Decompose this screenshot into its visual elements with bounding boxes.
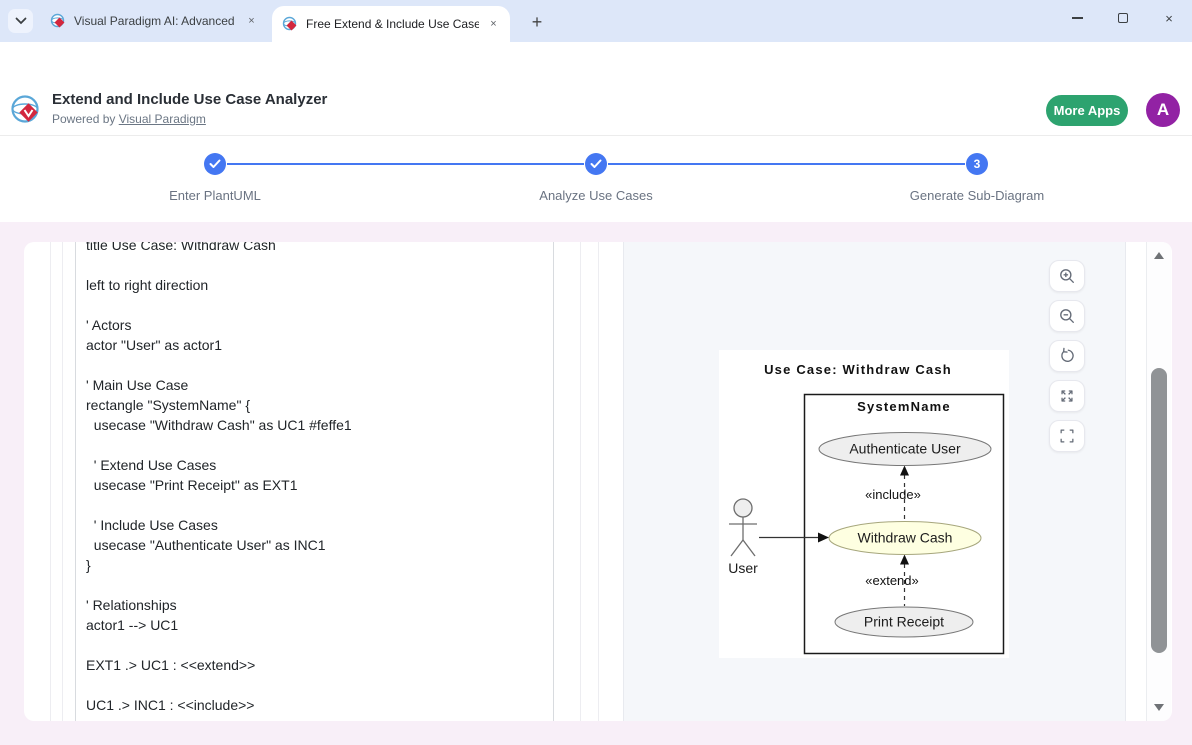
window-minimize-button[interactable] — [1054, 0, 1100, 36]
visual-paradigm-favicon — [282, 16, 298, 32]
window-maximize-button[interactable] — [1100, 0, 1146, 36]
expand-arrows-icon — [1058, 387, 1076, 405]
code-line: ' Relationships — [86, 595, 549, 615]
visual-paradigm-logo — [10, 94, 42, 126]
window-controls: × — [1054, 0, 1192, 36]
window-close-button[interactable]: × — [1146, 0, 1192, 36]
zoom-in-icon — [1058, 267, 1076, 285]
code-line — [86, 355, 549, 375]
app-header: Extend and Include Use Case Analyzer Pow… — [0, 84, 1192, 136]
code-line: ' Main Use Case — [86, 375, 549, 395]
scrollbar-down-arrow[interactable] — [1154, 704, 1164, 711]
code-line: ' Include Use Cases — [86, 515, 549, 535]
code-line: UC1 .> INC1 : <<include>> — [86, 695, 549, 715]
usecase-withdraw-cash-label: Withdraw Cash — [858, 530, 953, 546]
code-line: ' Extend Use Cases — [86, 455, 549, 475]
plantuml-code: title Use Case: Withdraw Cash left to ri… — [86, 242, 549, 715]
step-3-circle[interactable]: 3 — [966, 153, 988, 175]
minimize-icon — [1072, 17, 1083, 19]
code-line — [86, 495, 549, 515]
code-line: left to right direction — [86, 275, 549, 295]
code-line — [86, 435, 549, 455]
step-3-label: Generate Sub-Diagram — [910, 188, 1044, 203]
extend-stereotype-label: «extend» — [865, 573, 919, 588]
tab-close-icon[interactable]: × — [243, 13, 260, 30]
usecase-diagram-svg: Use Case: Withdraw Cash SystemName Authe… — [719, 350, 1009, 658]
step-connector — [227, 163, 584, 165]
chevron-down-icon — [15, 17, 27, 25]
diagram-zoom-toolbar — [1049, 260, 1085, 452]
tab-close-icon[interactable]: × — [485, 16, 502, 33]
maximize-icon — [1118, 13, 1128, 23]
plantuml-code-panel[interactable]: title Use Case: Withdraw Cash left to ri… — [75, 242, 554, 721]
code-line: actor1 --> UC1 — [86, 615, 549, 635]
include-stereotype-label: «include» — [865, 487, 921, 502]
visual-paradigm-favicon — [50, 13, 66, 29]
fullscreen-button[interactable] — [1049, 420, 1085, 452]
usecase-print-receipt-label: Print Receipt — [864, 614, 944, 630]
system-label: SystemName — [857, 399, 951, 414]
zoom-out-button[interactable] — [1049, 300, 1085, 332]
code-line: usecase "Withdraw Cash" as UC1 #feffe1 — [86, 415, 549, 435]
code-line — [86, 635, 549, 655]
left-scroll-gutter — [50, 242, 63, 721]
main-content-card: title Use Case: Withdraw Cash left to ri… — [24, 242, 1172, 721]
check-icon — [590, 159, 602, 169]
step-1-label: Enter PlantUML — [169, 188, 261, 203]
reset-view-button[interactable] — [1049, 340, 1085, 372]
usecase-diagram[interactable]: Use Case: Withdraw Cash SystemName Authe… — [719, 350, 1009, 658]
step-2-circle[interactable] — [585, 153, 607, 175]
code-line: actor "User" as actor1 — [86, 335, 549, 355]
browser-toolbar: ← → ai-toolbox.visual-paradigm.com/app/e… — [0, 42, 1192, 84]
zoom-out-icon — [1058, 307, 1076, 325]
powered-by-text: Powered by — [52, 112, 115, 126]
page-title: Extend and Include Use Case Analyzer — [52, 91, 327, 108]
code-line: EXT1 .> UC1 : <<extend>> — [86, 655, 549, 675]
code-line: usecase "Print Receipt" as EXT1 — [86, 475, 549, 495]
powered-by: Powered by Visual Paradigm — [52, 112, 206, 126]
page-scrollbar[interactable] — [1146, 242, 1171, 721]
code-line — [86, 295, 549, 315]
fullscreen-corners-icon — [1058, 427, 1076, 445]
zoom-in-button[interactable] — [1049, 260, 1085, 292]
code-line: title Use Case: Withdraw Cash — [86, 242, 549, 255]
code-line — [86, 255, 549, 275]
diagram-preview-panel: Use Case: Withdraw Cash SystemName Authe… — [623, 242, 1126, 721]
actor-user[interactable] — [729, 499, 757, 556]
panel-scrollbar-track[interactable] — [580, 242, 599, 721]
actor-user-label: User — [728, 560, 758, 576]
fit-to-screen-button[interactable] — [1049, 380, 1085, 412]
step-connector — [608, 163, 965, 165]
more-apps-button[interactable]: More Apps — [1046, 95, 1128, 126]
app-user-avatar[interactable]: A — [1146, 93, 1180, 127]
check-icon — [209, 159, 221, 169]
code-line — [86, 575, 549, 595]
tab-title: Free Extend & Include Use Case — [306, 17, 479, 31]
browser-tab-strip: Visual Paradigm AI: Advanced S × Free Ex… — [0, 0, 1192, 42]
step-1-circle[interactable] — [204, 153, 226, 175]
code-line: usecase "Authenticate User" as INC1 — [86, 535, 549, 555]
scrollbar-thumb[interactable] — [1151, 368, 1167, 653]
diagram-title: Use Case: Withdraw Cash — [764, 362, 952, 377]
new-tab-button[interactable]: + — [524, 9, 550, 35]
code-line — [86, 675, 549, 695]
code-line: ' Actors — [86, 315, 549, 335]
scrollbar-up-arrow[interactable] — [1154, 252, 1164, 259]
visual-paradigm-link[interactable]: Visual Paradigm — [119, 112, 206, 126]
step-2-label: Analyze Use Cases — [539, 188, 652, 203]
usecase-authenticate-user-label: Authenticate User — [849, 441, 961, 457]
tab-search-button[interactable] — [8, 9, 33, 33]
tab-free-extend-include-active[interactable]: Free Extend & Include Use Case × — [272, 6, 510, 42]
code-line: } — [86, 555, 549, 575]
tab-title: Visual Paradigm AI: Advanced S — [74, 14, 237, 28]
tab-visual-paradigm-ai[interactable]: Visual Paradigm AI: Advanced S × — [40, 7, 268, 35]
code-line: rectangle "SystemName" { — [86, 395, 549, 415]
reset-rotate-icon — [1058, 347, 1076, 365]
wizard-stepper: 3 Enter PlantUML Analyze Use Cases Gener… — [0, 136, 1192, 222]
